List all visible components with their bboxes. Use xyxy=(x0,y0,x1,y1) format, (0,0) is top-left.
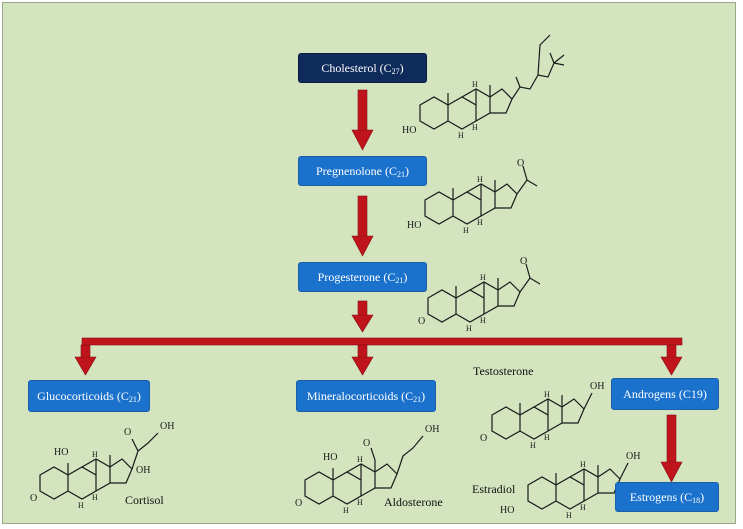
hydroxyl-label: HO xyxy=(407,220,421,231)
oxygen-label: O xyxy=(480,433,487,444)
hydroxyl-label: OH xyxy=(136,465,150,476)
node-androgens: Androgens (C19) xyxy=(611,378,719,410)
node-estrogens: Estrogens (C18) xyxy=(615,482,719,512)
oxygen-label: O xyxy=(124,427,131,438)
label-testosterone: Testosterone xyxy=(473,364,534,378)
node-mineralocorticoids: Mineralocorticoids (C21) xyxy=(296,380,436,412)
arrow-cholesterol-to-pregnenolone xyxy=(351,89,374,151)
node-progesterone-label: Progesterone (C21) xyxy=(317,269,408,285)
label-cortisol: Cortisol xyxy=(125,493,164,507)
progesterone-structure-icon: O O xyxy=(418,256,541,334)
testosterone-structure-icon: OH O xyxy=(480,381,604,451)
hydroxyl-label: OH xyxy=(425,424,439,435)
label-estradiol: Estradiol xyxy=(472,482,516,496)
node-pregnenolone-label: Pregnenolone (C21) xyxy=(316,163,409,179)
pregnenolone-structure-icon: O HO xyxy=(407,158,538,236)
cholesterol-structure-icon: HO xyxy=(402,34,565,141)
arrow-androgens-to-estrogens xyxy=(660,414,683,483)
node-glucocorticoids-label: Glucocorticoids (C21) xyxy=(37,388,141,404)
hydroxyl-label: HO xyxy=(402,125,416,136)
oxygen-label: O xyxy=(418,316,425,327)
aldosterone-structure-icon: O OH HO O xyxy=(295,424,439,516)
node-androgens-label: Androgens (C19) xyxy=(623,386,707,401)
node-estrogens-label: Estrogens (C18) xyxy=(629,489,705,505)
node-progesterone: Progesterone (C21) xyxy=(298,262,427,292)
oxygen-label: O xyxy=(520,256,527,267)
node-cholesterol: Cholesterol (C27) xyxy=(298,53,427,83)
hydroxyl-label: OH xyxy=(626,451,640,462)
oxygen-label: O xyxy=(517,158,524,169)
arrow-to-glucocorticoids xyxy=(74,344,97,376)
arrow-progesterone-to-branch xyxy=(351,300,374,333)
estradiol-structure-icon: OH HO xyxy=(500,451,640,521)
hydroxyl-label: HO xyxy=(323,452,337,463)
node-pregnenolone: Pregnenolone (C21) xyxy=(298,156,427,186)
oxygen-label: O xyxy=(30,493,37,504)
hydroxyl-label: OH xyxy=(590,381,604,392)
arrow-to-mineralocorticoids xyxy=(351,344,374,376)
hydroxyl-label: HO xyxy=(54,447,68,458)
pathway-arrows xyxy=(74,89,683,483)
hydroxyl-label: OH xyxy=(160,421,174,432)
hydroxyl-label: HO xyxy=(500,505,514,516)
node-mineralocorticoids-label: Mineralocorticoids (C21) xyxy=(306,388,426,404)
cortisol-structure-icon: O OH OH HO O xyxy=(30,421,174,511)
oxygen-label: O xyxy=(363,438,370,449)
branch-bar xyxy=(81,337,683,346)
node-cholesterol-label: Cholesterol (C27) xyxy=(321,60,404,76)
oxygen-label: O xyxy=(295,498,302,509)
arrow-pregnenolone-to-progesterone xyxy=(351,195,374,257)
node-glucocorticoids: Glucocorticoids (C21) xyxy=(28,380,150,412)
arrow-to-androgens xyxy=(660,344,683,376)
label-aldosterone: Aldosterone xyxy=(384,495,443,509)
